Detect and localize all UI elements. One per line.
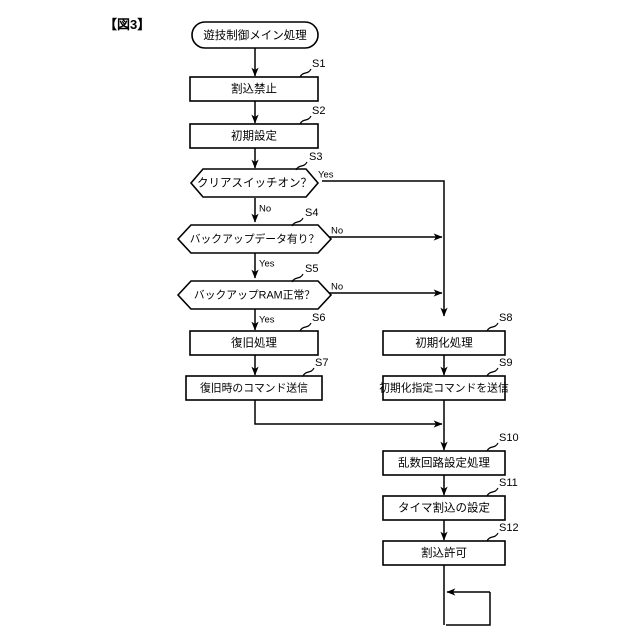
node-s8-label: 初期化処理 bbox=[415, 336, 473, 350]
step-label-s8: S8 bbox=[499, 312, 512, 324]
branch-label-s3-no: No bbox=[259, 204, 271, 215]
branch-label-s3-yes: Yes bbox=[318, 170, 334, 181]
node-s10-label: 乱数回路設定処理 bbox=[398, 456, 490, 470]
node-s4[interactable]: バックアップデータ有り？ bbox=[176, 224, 333, 254]
leader-s1 bbox=[299, 68, 312, 78]
step-label-s2: S2 bbox=[312, 105, 325, 117]
node-s8[interactable]: 初期化処理 bbox=[382, 330, 506, 356]
step-label-s3: S3 bbox=[309, 151, 322, 163]
node-s1-label: 割込禁止 bbox=[231, 82, 277, 96]
leader-s12 bbox=[486, 532, 499, 542]
node-s3[interactable]: クリアスイッチオン？ bbox=[189, 168, 320, 198]
edges-group bbox=[251, 48, 491, 626]
step-label-s5: S5 bbox=[305, 263, 318, 275]
step-label-s11: S11 bbox=[499, 477, 518, 489]
leader-s11 bbox=[486, 487, 499, 497]
node-s5[interactable]: バックアップRAM正常？ bbox=[176, 280, 333, 310]
branch-label-s4-no: No bbox=[331, 226, 343, 237]
node-s9[interactable]: 初期化指定コマンドを送信 bbox=[379, 375, 509, 401]
step-label-s4: S4 bbox=[305, 207, 318, 219]
leader-s7 bbox=[302, 367, 315, 377]
leader-s9 bbox=[486, 367, 499, 377]
node-s12[interactable]: 割込許可 bbox=[382, 540, 506, 566]
leader-s5 bbox=[291, 273, 304, 283]
node-s10[interactable]: 乱数回路設定処理 bbox=[382, 450, 506, 476]
leader-s3 bbox=[295, 161, 308, 171]
step-label-s12: S12 bbox=[499, 522, 519, 534]
figure-number-label: 【図3】 bbox=[104, 17, 151, 32]
node-s7[interactable]: 復旧時のコマンド送信 bbox=[185, 375, 323, 401]
edge-loop-back bbox=[446, 592, 491, 626]
node-s2[interactable]: 初期設定 bbox=[189, 123, 319, 149]
step-label-s7: S7 bbox=[315, 357, 328, 369]
leader-s2 bbox=[299, 115, 312, 125]
step-label-s6: S6 bbox=[312, 312, 325, 324]
node-s11-label: タイマ割込の設定 bbox=[398, 501, 490, 515]
node-s5-label: バックアップRAM正常？ bbox=[194, 288, 315, 301]
branch-label-s5-no: No bbox=[331, 282, 343, 293]
step-label-s10: S10 bbox=[499, 432, 519, 444]
node-start[interactable]: 遊技制御メイン処理 bbox=[191, 21, 319, 49]
leader-s6 bbox=[299, 322, 312, 332]
branch-label-s5-yes: Yes bbox=[259, 315, 275, 326]
leader-s10 bbox=[486, 442, 499, 452]
step-label-s1: S1 bbox=[312, 58, 325, 70]
edge-s3-yes-to-trunk bbox=[322, 180, 448, 317]
node-s7-label: 復旧時のコマンド送信 bbox=[200, 380, 308, 394]
node-s4-label: バックアップデータ有り？ bbox=[190, 231, 320, 245]
branch-label-s4-yes: Yes bbox=[259, 259, 275, 270]
node-s2-label: 初期設定 bbox=[231, 129, 277, 143]
node-s1[interactable]: 割込禁止 bbox=[189, 76, 319, 102]
node-s9-label: 初期化指定コマンドを送信 bbox=[379, 380, 509, 394]
node-s12-label: 割込許可 bbox=[421, 546, 467, 560]
node-s11[interactable]: タイマ割込の設定 bbox=[382, 495, 506, 521]
node-s3-label: クリアスイッチオン？ bbox=[197, 177, 312, 190]
node-s6-label: 復旧処理 bbox=[231, 336, 277, 350]
node-start-label: 遊技制御メイン処理 bbox=[203, 28, 307, 42]
edge-s7-to-s10-trunk bbox=[254, 400, 443, 428]
node-s6[interactable]: 復旧処理 bbox=[189, 330, 319, 356]
step-label-s9: S9 bbox=[499, 357, 512, 369]
leader-s8 bbox=[486, 322, 499, 332]
leader-s4 bbox=[291, 217, 304, 227]
